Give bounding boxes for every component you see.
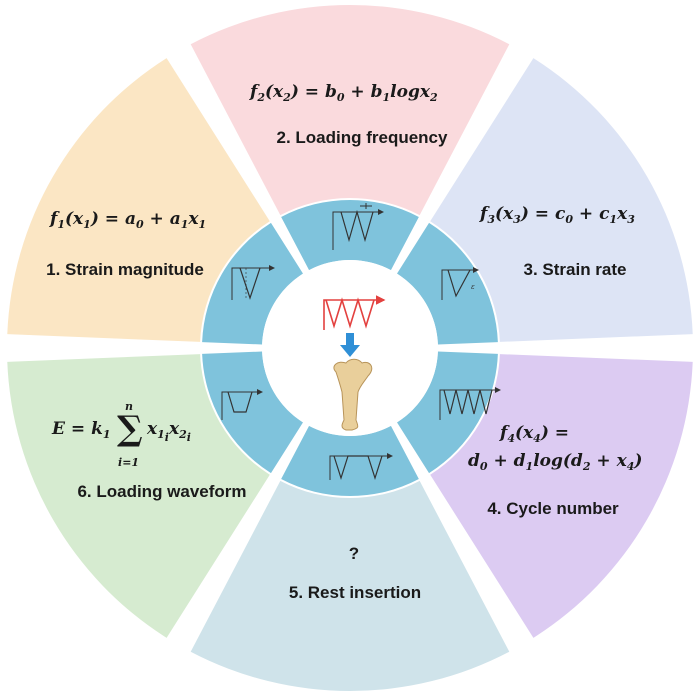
ring-segment-5 [281, 425, 419, 497]
sector-loading-frequency [190, 5, 510, 216]
svg-text:ε: ε [471, 283, 475, 291]
label-rest-insertion: 5. Rest insertion [289, 583, 421, 602]
outer-sectors [7, 5, 693, 691]
sector-cycle-number [430, 354, 693, 638]
ring-segment-3 [396, 222, 498, 345]
bone-icon [333, 358, 373, 431]
ring-segment-1 [202, 222, 304, 345]
sector-rest-insertion [190, 480, 510, 691]
formula-loading-frequency: f2(x2) = b0 + b1logx2 [249, 82, 438, 104]
sector-loading-waveform [7, 354, 270, 638]
ring-segment-6 [202, 351, 304, 474]
strain-magnitude-waveform-icon [231, 265, 275, 300]
rest-insertion-waveform-icon [329, 453, 393, 480]
formula-loading-waveform: E = k1 ∑ n i=1 x1ix2i [51, 400, 191, 469]
center-loading-waveform-icon [323, 295, 386, 330]
label-strain-rate: 3. Strain rate [524, 260, 627, 279]
rest-insertion-unknown-mark: ? [349, 544, 359, 563]
formula-cycle-number-line1: f4(x4) = [499, 423, 569, 445]
ring-segment-4 [396, 351, 498, 474]
label-strain-magnitude: 1. Strain magnitude [46, 260, 204, 279]
svg-text:E = k1: E = k1 [51, 419, 111, 441]
formula-cycle-number-line2: d0 + d1log(d2 + x4) [468, 451, 642, 473]
cycle-number-waveform-icon [439, 387, 501, 420]
formula-strain-rate: f3(x3) = c0 + c1x3 [479, 204, 635, 226]
svg-text:i=1: i=1 [118, 456, 139, 469]
label-loading-waveform: 6. Loading waveform [77, 482, 246, 501]
sector-strain-rate [430, 58, 693, 342]
svg-text:n: n [125, 400, 133, 413]
down-arrow-icon [340, 333, 360, 357]
label-cycle-number: 4. Cycle number [487, 499, 619, 518]
frequency-waveform-icon [332, 203, 384, 250]
label-loading-frequency: 2. Loading frequency [277, 128, 449, 147]
strain-rate-waveform-icon: ε [441, 267, 479, 300]
svg-text:∑: ∑ [117, 409, 143, 449]
loading-waveform-icon [221, 389, 263, 420]
sector-strain-magnitude [7, 58, 270, 342]
